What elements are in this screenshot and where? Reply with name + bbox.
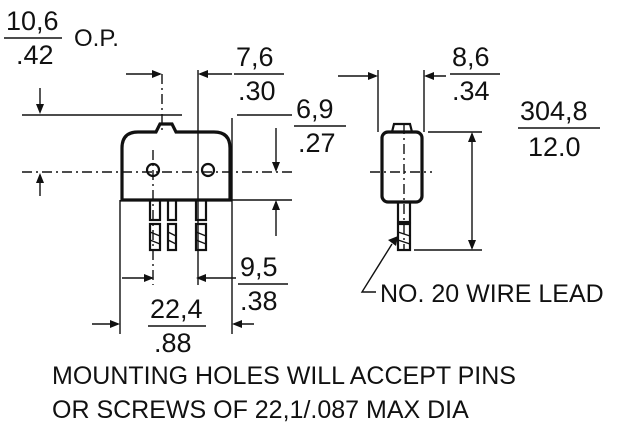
dim-thickness-mm: 8,6 xyxy=(452,42,490,72)
dim-thickness: 8,6 .34 xyxy=(450,42,500,106)
dim-pin-spacing: 7,6 .30 xyxy=(234,42,284,106)
dim-op-mm: 10,6 xyxy=(6,6,59,36)
terminal-center xyxy=(166,198,178,222)
dim-terminal-offset: 9,5 .38 xyxy=(238,252,288,316)
dim-pin-spacing-mm: 7,6 xyxy=(236,42,274,72)
side-view xyxy=(338,70,482,293)
terminal-tip-center xyxy=(166,222,178,252)
mounting-note-line2: OR SCREWS OF 22,1/.087 MAX DIA xyxy=(52,396,469,424)
mounting-hole-right xyxy=(200,162,216,178)
front-view-body-outline xyxy=(120,122,232,202)
front-view xyxy=(22,70,292,334)
dim-thickness-in: .34 xyxy=(452,76,490,106)
wire-lead-note: NO. 20 WIRE LEAD xyxy=(380,280,604,308)
dim-terminal-offset-mm: 9,5 xyxy=(240,252,278,282)
dim-width-mm: 22,4 xyxy=(150,294,203,324)
dim-op: 10,6 .42 O.P. xyxy=(4,6,119,70)
dim-hole-height-mm: 6,9 xyxy=(296,94,334,124)
dim-width-in: .88 xyxy=(154,328,192,358)
dim-hole-height-in: .27 xyxy=(298,128,336,158)
dim-op-suffix: O.P. xyxy=(74,25,119,52)
side-view-body xyxy=(380,130,424,204)
terminal-left xyxy=(148,198,162,222)
side-view-terminal-tip xyxy=(396,222,412,252)
terminal-right xyxy=(194,198,208,222)
front-view-terminals xyxy=(148,198,208,252)
dim-op-in: .42 xyxy=(16,40,54,70)
dim-pin-spacing-in: .30 xyxy=(238,76,276,106)
dim-lead-length-mm: 304,8 xyxy=(520,96,588,126)
terminal-tip-right xyxy=(194,222,208,252)
mounting-note-line1: MOUNTING HOLES WILL ACCEPT PINS xyxy=(52,362,516,390)
wire-lead-leader xyxy=(360,243,393,293)
side-view-actuator xyxy=(390,122,414,133)
dim-hole-height: 6,9 .27 xyxy=(294,94,346,158)
dim-terminal-offset-in: .38 xyxy=(240,286,278,316)
side-view-terminal xyxy=(396,200,412,224)
dim-width: 22,4 .88 xyxy=(148,294,206,358)
terminal-tip-left xyxy=(148,222,162,252)
dim-lead-length: 304,8 12.0 xyxy=(518,96,600,162)
dim-lead-length-in: 12.0 xyxy=(528,132,581,162)
